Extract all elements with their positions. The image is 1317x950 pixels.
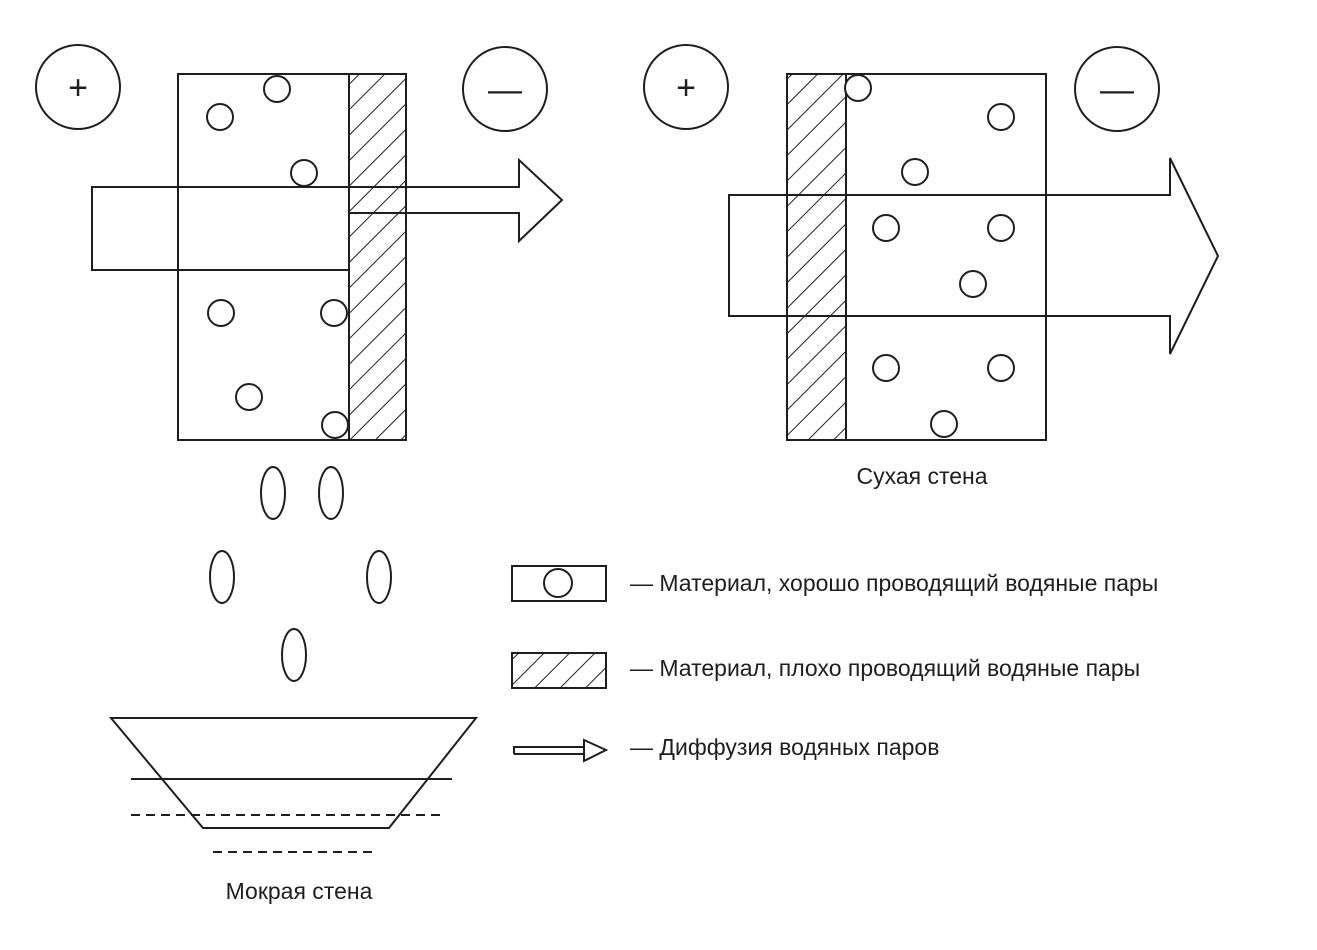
positive-pole-left: + [35, 44, 121, 130]
svg-text:+: + [676, 69, 696, 107]
positive-pole-right: + [643, 44, 729, 130]
dry-wall-diagram: + — Сухая стена [643, 44, 1220, 489]
legend-swatch-poor-material [511, 652, 607, 689]
legend-item-good-material: — Материал, хорошо проводящий водяные па… [511, 565, 1158, 602]
svg-text:—: — [1100, 71, 1134, 109]
legend-item-poor-material: — Материал, плохо проводящий водяные пар… [511, 652, 1140, 689]
wet-wall-diffusion-arrow [91, 157, 564, 271]
legend-label-poor-material: — Материал, плохо проводящий водяные пар… [630, 655, 1140, 681]
legend-label-diffusion: — Диффузия водяных паров [630, 734, 939, 760]
legend-swatch-good-material [511, 565, 607, 602]
legend-item-diffusion: — Диффузия водяных паров [513, 734, 939, 763]
svg-text:—: — [488, 71, 522, 109]
wet-wall-caption: Мокрая стена [226, 878, 373, 904]
legend: — Материал, хорошо проводящий водяные па… [511, 565, 1158, 763]
dry-wall-vapor-barrier [786, 73, 847, 441]
wet-wall-vapor-barrier [348, 73, 407, 441]
negative-pole-right: — [1074, 46, 1160, 132]
water-basin [108, 717, 479, 853]
dry-wall-pores [844, 74, 1015, 438]
wet-wall-diagram: + — [35, 44, 564, 904]
svg-text:+: + [68, 69, 88, 107]
legend-arrow-icon [513, 738, 609, 763]
negative-pole-left: — [462, 46, 548, 132]
water-droplets [209, 466, 392, 682]
legend-label-good-material: — Материал, хорошо проводящий водяные па… [630, 570, 1158, 596]
dry-wall-caption: Сухая стена [856, 463, 987, 489]
wet-wall-pores [206, 75, 349, 439]
